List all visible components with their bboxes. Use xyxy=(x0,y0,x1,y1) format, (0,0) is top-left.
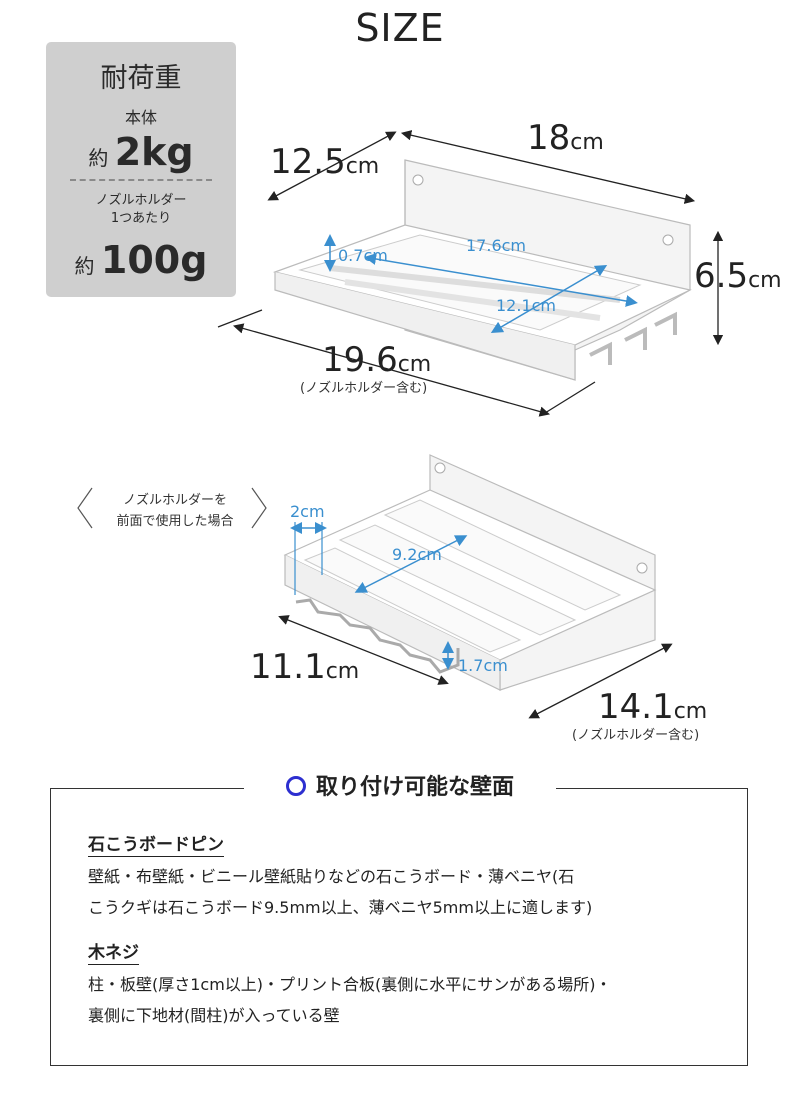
circle-icon xyxy=(285,776,306,796)
dim-width-bottom: 14.1cm xyxy=(598,687,708,727)
dim-inner-bottom: 9.2cm xyxy=(392,545,442,564)
load-title: 耐荷重 xyxy=(100,63,182,94)
body-label: 本体 xyxy=(124,108,157,127)
page-title: SIZE xyxy=(355,6,445,50)
dim-lip-bottom: 1.7cm xyxy=(458,656,508,675)
dim-width-bottom-note: (ノズルホルダー含む) xyxy=(572,728,700,743)
callout: ノズルホルダーを前面で使用した場合 xyxy=(116,493,234,529)
section-body: 柱・板壁(厚さ1cm以上)・プリント合板(裏側に水平にサンがある場所)・ 裏側に… xyxy=(88,975,612,1025)
dim-gap: 2cm xyxy=(290,502,325,521)
mountable-walls-heading: 取り付け可能な壁面 xyxy=(244,770,556,806)
dim-height: 6.5cm xyxy=(694,256,782,296)
section-body: 壁紙・布壁紙・ビニール壁紙貼りなどの石こうボード・薄ベニヤ(石 こうクギは石こう… xyxy=(88,867,593,917)
dim-total-width: 19.6cm xyxy=(322,340,432,380)
nozzle-load: 約 100g xyxy=(74,238,208,282)
body-load: 約 2kg xyxy=(88,130,194,174)
section-title: 石こうボードピン xyxy=(88,835,224,857)
divider xyxy=(70,179,212,181)
dim-inner-length: 17.6cm xyxy=(466,236,527,255)
dim-total-width-note: (ノズルホルダー含む) xyxy=(300,381,428,396)
dim-width: 18cm xyxy=(527,118,604,158)
dim-depth: 12.5cm xyxy=(270,142,380,182)
section-wood-screw: 木ネジ 柱・板壁(厚さ1cm以上)・プリント合板(裏側に水平にサンがある場所)・… xyxy=(88,938,738,1031)
dim-lip-top: 0.7cm xyxy=(338,246,388,265)
dim-depth-bottom: 11.1cm xyxy=(250,647,360,687)
dim-inner-depth: 12.1cm xyxy=(496,296,557,315)
section-gypsum-pin: 石こうボードピン 壁紙・布壁紙・ビニール壁紙貼りなどの石こうボード・薄ベニヤ(石… xyxy=(88,830,738,923)
section-title: 木ネジ xyxy=(88,943,139,965)
shelf-illustration-top xyxy=(77,130,724,719)
